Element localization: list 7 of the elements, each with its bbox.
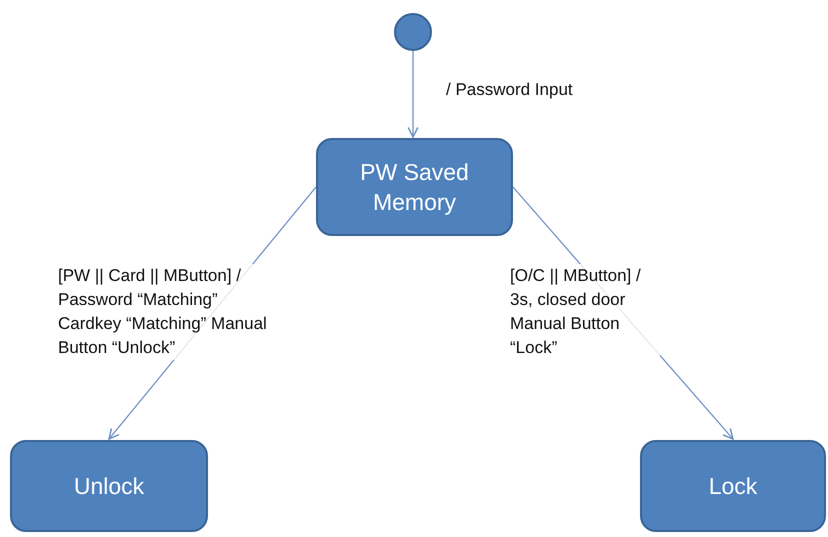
arrow: [407, 51, 419, 138]
state-label: Unlock: [72, 472, 146, 501]
state-label: PW Saved Memory: [359, 158, 470, 217]
state-box: [640, 440, 826, 532]
state-box: [10, 440, 208, 532]
state-label: Lock: [708, 472, 758, 501]
state-box: [316, 138, 513, 236]
